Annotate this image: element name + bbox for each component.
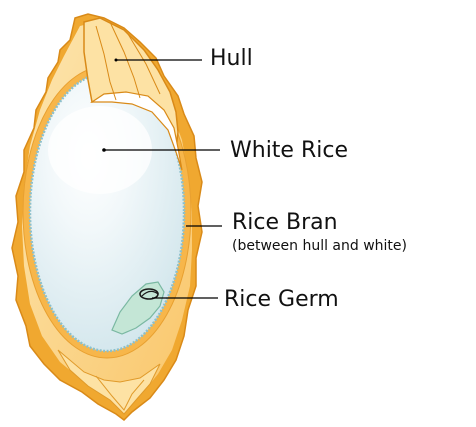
hull-label: Hull: [210, 46, 253, 71]
hull-flap: [83, 17, 183, 171]
rice-germ: [111, 281, 165, 335]
leader-lines: [104, 59, 222, 299]
white-rice-label: White Rice: [230, 138, 348, 163]
hull-base: [57, 349, 161, 415]
rice-bran-label: Rice Bran: [232, 210, 338, 235]
rice-bran-note-label: (between hull and white): [232, 238, 407, 254]
hull-pointer-dot: [114, 58, 118, 62]
rice-germ-label: Rice Germ: [224, 287, 339, 312]
white-rice-pointer-dot: [102, 148, 106, 152]
white-rice-kernel: [28, 71, 186, 353]
